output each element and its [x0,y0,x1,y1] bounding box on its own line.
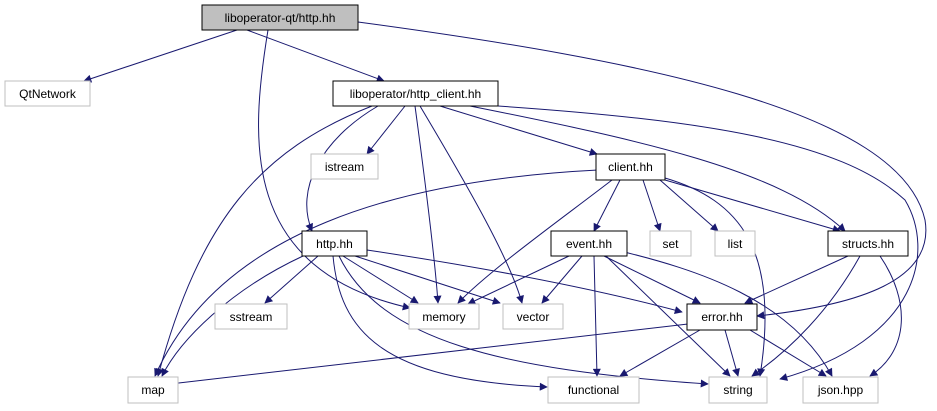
edge-event-to-string [605,255,731,377]
edge-http-to-error [366,249,683,314]
node-label: error.hh [701,310,742,324]
node-label: sstream [230,310,273,324]
node-http-hh[interactable]: http.hh [301,230,368,257]
edge-http-to-functional [332,255,548,391]
node-list[interactable]: list [714,230,756,257]
edge-http-to-memory [342,255,419,304]
node-map[interactable]: map [127,376,179,404]
edge-http-to-sstream [264,255,319,304]
edge-client-to-list [659,179,719,232]
edge-client-to-string [664,177,766,377]
edge-client-to-memory [457,179,613,304]
edge-httpclient-to-client [439,105,598,156]
node-label: functional [568,383,619,397]
node-memory[interactable]: memory [408,303,480,330]
node-set[interactable]: set [649,230,692,257]
edge-root-to-http-client [246,29,385,83]
node-error-hh[interactable]: error.hh [686,303,758,331]
node-sstream[interactable]: sstream [214,303,288,330]
edge-httpclient-to-structs [469,105,846,232]
node-json-hpp[interactable]: json.hpp [802,376,879,404]
edge-httpclient-to-string [497,105,919,381]
node-label: memory [422,310,465,324]
edge-structs-to-string [751,255,861,377]
edge-httpclient-to-map [156,105,373,377]
edge-error-to-string [724,329,740,377]
edge-client-to-set [642,179,662,232]
node-label: http.hh [316,237,353,251]
edge-event-to-memory [467,255,570,305]
edge-httpclient-to-vector [419,105,524,304]
node-label: structs.hh [842,237,894,251]
node-structs-hh[interactable]: structs.hh [827,230,909,257]
node-event-hh[interactable]: event.hh [550,230,628,257]
node-label: liboperator-qt/http.hh [225,11,336,25]
node-qtnetwork[interactable]: QtNetwork [4,80,91,107]
nodes: liboperator-qt/http.hh QtNetwork liboper… [4,4,909,404]
node-label: vector [517,310,550,324]
edges [83,21,927,391]
node-string[interactable]: string [708,376,768,404]
node-label: map [141,383,165,397]
edge-error-to-json [749,329,827,377]
edge-httpclient-to-istream [366,105,406,155]
edge-httpclient-to-memory [414,105,442,304]
node-functional[interactable]: functional [547,376,640,404]
edge-client-to-map [154,169,599,377]
edge-structs-to-json [869,255,902,377]
edge-event-to-json [615,249,833,377]
edge-root-to-memory [258,29,411,311]
node-http-client-hh[interactable]: liboperator/http_client.hh [332,80,499,107]
edge-root-to-qtnetwork [83,29,238,83]
edge-event-to-functional [592,255,601,377]
edge-root-to-error [357,21,927,320]
edge-event-to-error [603,255,701,304]
edge-event-to-vector [541,255,583,304]
node-liboperator-qt-http-hh[interactable]: liboperator-qt/http.hh [201,4,359,31]
edge-http-to-map [161,255,304,377]
node-label: istream [325,160,364,174]
edge-error-to-functional [619,329,701,377]
edge-http-to-vector [354,255,501,305]
node-label: json.hpp [817,383,864,397]
node-label: event.hh [566,237,612,251]
node-vector[interactable]: vector [502,303,564,330]
node-label: set [662,237,679,251]
node-label: liboperator/http_client.hh [350,87,481,101]
node-label: list [728,237,743,251]
edge-client-to-event [593,179,621,232]
node-label: QtNetwork [19,87,77,101]
node-istream[interactable]: istream [310,153,379,180]
edge-structs-to-error [744,255,849,304]
edge-error-to-map [169,323,689,388]
node-label: client.hh [608,160,653,174]
node-client-hh[interactable]: client.hh [595,153,666,181]
node-label: string [723,383,752,397]
